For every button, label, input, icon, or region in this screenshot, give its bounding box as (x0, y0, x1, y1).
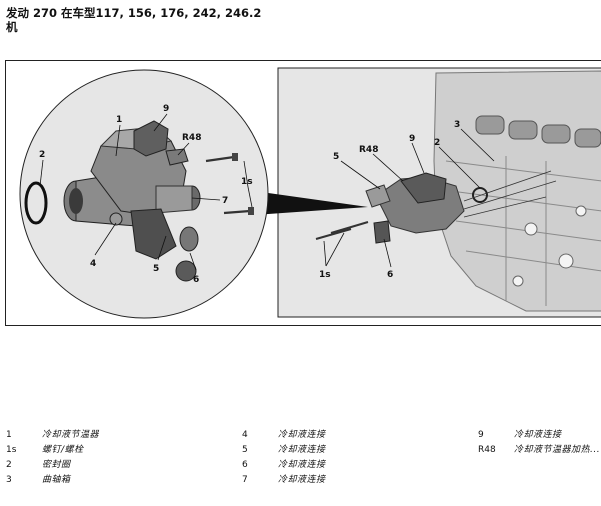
callouts-right: 3 5 R48 9 2 1s 6 (319, 120, 460, 280)
legend-number: 5 (242, 445, 248, 455)
callout-r48: R48 (182, 133, 201, 143)
legend-text: 冷却液连接 (278, 475, 326, 485)
legend-number: 4 (242, 430, 248, 440)
legend-number: 7 (242, 475, 248, 485)
callout-5: 5 (333, 152, 339, 162)
callout-2: 2 (434, 138, 440, 148)
title-line-1: 发动 270 在车型117, 156, 176, 242, 246.2 (6, 6, 262, 20)
callout-r48: R48 (359, 145, 378, 155)
title-line-2: 机 (6, 20, 18, 34)
callout-2: 2 (39, 150, 45, 160)
legend-number: 2 (6, 460, 12, 470)
legend-item: 1 冷却液节温器 (6, 428, 226, 442)
legend-number: 1s (6, 445, 17, 455)
legend-item: 6 冷却液连接 (242, 458, 462, 472)
callout-9: 9 (163, 104, 169, 114)
legend-text: 曲轴箱 (42, 475, 71, 485)
legend-number: 3 (6, 475, 12, 485)
callout-6: 6 (193, 275, 199, 285)
legend-item: R48 冷却液节温器加热... (478, 443, 601, 457)
legend-number: 9 (478, 430, 484, 440)
legend-item: 7 冷却液连接 (242, 473, 462, 487)
legend-text: 螺钉/螺栓 (42, 445, 84, 455)
callout-1s: 1s (319, 270, 331, 280)
callout-5: 5 (153, 264, 159, 274)
page-title: 发动 270 在车型117, 156, 176, 242, 246.2 机 (6, 6, 261, 34)
legend-item: 9 冷却液连接 (478, 428, 601, 442)
callout-1: 1 (116, 115, 122, 125)
legend-text: 密封圈 (42, 460, 71, 470)
engine-view-panel (277, 67, 601, 318)
zoom-wedge (254, 191, 368, 215)
callout-3: 3 (454, 120, 460, 130)
callout-7: 7 (222, 196, 228, 206)
callout-6: 6 (387, 270, 393, 280)
legend-item: 5 冷却液连接 (242, 443, 462, 457)
detail-view-circle (19, 69, 269, 319)
legend-number: 6 (242, 460, 248, 470)
callout-1s: 1s (241, 177, 253, 187)
component-illustration: 1 9 R48 2 1s 7 4 5 6 3 5 R48 9 2 1s 6 (5, 60, 601, 326)
legend-text: 冷却液连接 (278, 430, 326, 440)
legend-text: 冷却液连接 (278, 445, 326, 455)
legend-text: 冷却液节温器 (42, 430, 100, 440)
legend-text: 冷却液节温器加热... (514, 445, 601, 455)
legend-text: 冷却液连接 (278, 460, 326, 470)
callout-4: 4 (90, 259, 96, 269)
legend-number: R48 (478, 445, 496, 455)
legend-number: 1 (6, 430, 12, 440)
legend-item: 4 冷却液连接 (242, 428, 462, 442)
legend-text: 冷却液连接 (514, 430, 562, 440)
legend-item: 1s 螺钉/螺栓 (6, 443, 226, 457)
legend-item: 3 曲轴箱 (6, 473, 226, 487)
legend-item: 2 密封圈 (6, 458, 226, 472)
illustration-svg: 1 9 R48 2 1s 7 4 5 6 3 5 R48 9 2 1s 6 (19, 67, 601, 319)
callouts-left: 1 9 R48 2 1s 7 4 5 6 (39, 104, 253, 285)
callout-9: 9 (409, 134, 415, 144)
